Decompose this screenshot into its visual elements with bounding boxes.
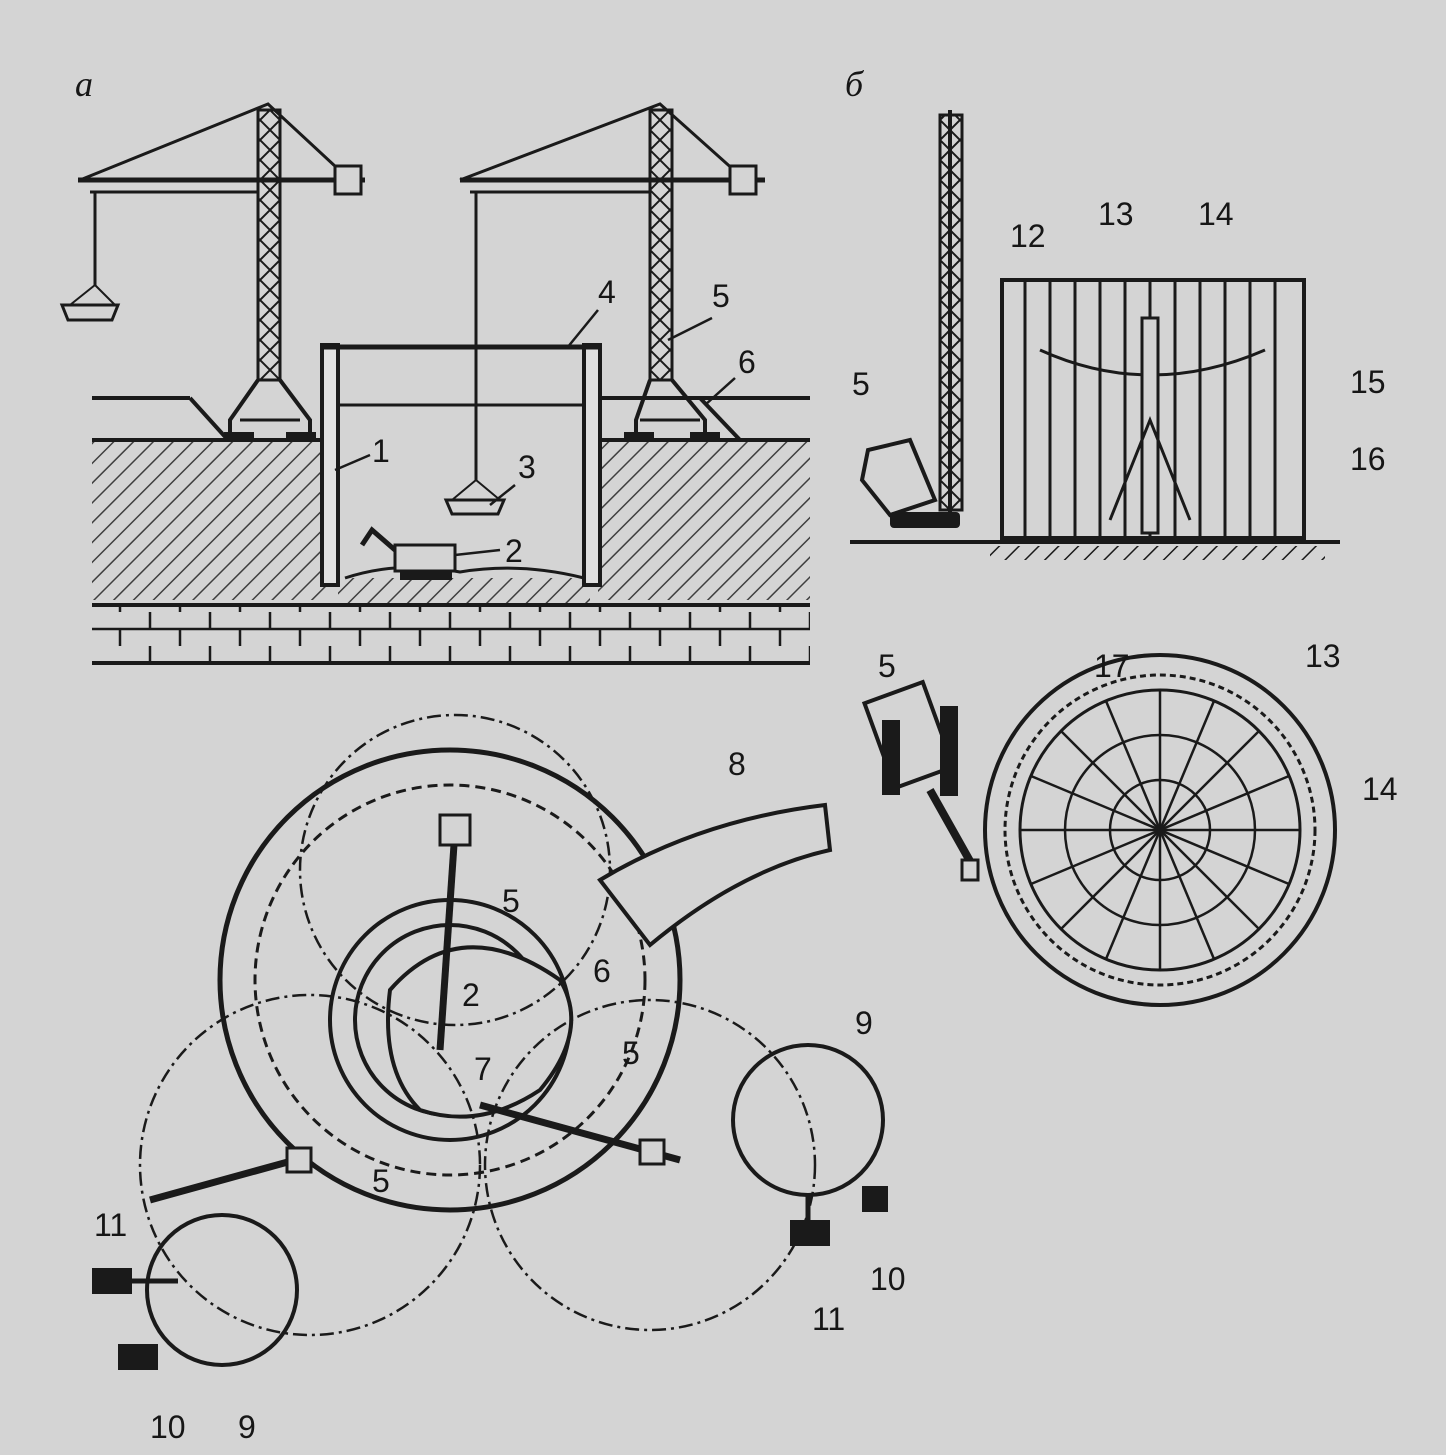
callout-c-11a: 11 xyxy=(94,1207,127,1243)
panel-label-b: б xyxy=(845,64,865,104)
callout-plan-17: 17 xyxy=(1094,648,1130,684)
callout-plan-14: 14 xyxy=(1362,771,1398,807)
callout-b-13: 13 xyxy=(1098,196,1134,232)
callout-a-6: 6 xyxy=(738,344,756,380)
panel-b-plan xyxy=(861,653,1337,1007)
panel-labels: а б xyxy=(75,64,865,104)
callout-c-5b: 5 xyxy=(622,1035,640,1071)
callout-c-6: 6 xyxy=(593,953,611,989)
callout-c-9b: 9 xyxy=(238,1409,256,1445)
callout-plan-13: 13 xyxy=(1305,638,1341,674)
panel-label-a: а xyxy=(75,64,93,104)
callout-b-15: 15 xyxy=(1350,364,1386,400)
panel-a-section xyxy=(59,102,810,665)
callout-a-2: 2 xyxy=(505,533,523,569)
callout-c-9a: 9 xyxy=(855,1005,873,1041)
callout-b-5: 5 xyxy=(852,366,870,402)
callout-c-2: 2 xyxy=(462,977,480,1013)
callout-c-7: 7 xyxy=(474,1051,492,1087)
panel-b-section xyxy=(850,110,1340,560)
callout-c-11b: 11 xyxy=(812,1301,845,1337)
callout-c-5a: 5 xyxy=(502,883,520,919)
excavator xyxy=(359,526,457,580)
callout-c-10a: 10 xyxy=(150,1409,186,1445)
bedrock-layer xyxy=(92,605,810,663)
plan-station-pit xyxy=(92,713,888,1370)
callout-c-10b: 10 xyxy=(870,1261,906,1297)
shaft-walls xyxy=(320,343,602,587)
sheet-pile-wall xyxy=(1000,278,1306,540)
callout-c-8: 8 xyxy=(728,746,746,782)
tower-crane-left xyxy=(59,102,365,442)
callout-b-12: 12 xyxy=(1010,218,1046,254)
leader-lines-a xyxy=(334,309,736,557)
callout-b-16: 16 xyxy=(1350,441,1386,477)
callout-a-1: 1 xyxy=(372,433,390,469)
tower-crane-right xyxy=(443,102,765,516)
callout-a-3: 3 xyxy=(518,449,536,485)
callout-a-5: 5 xyxy=(712,278,730,314)
soil-layers xyxy=(92,396,810,607)
callout-a-4: 4 xyxy=(598,274,616,310)
callout-labels: 1 2 3 4 5 6 5 12 13 14 15 16 5 17 13 14 … xyxy=(94,196,1398,1445)
callout-plan-5: 5 xyxy=(878,648,896,684)
callout-b-14: 14 xyxy=(1198,196,1234,232)
callout-c-5c: 5 xyxy=(372,1163,390,1199)
